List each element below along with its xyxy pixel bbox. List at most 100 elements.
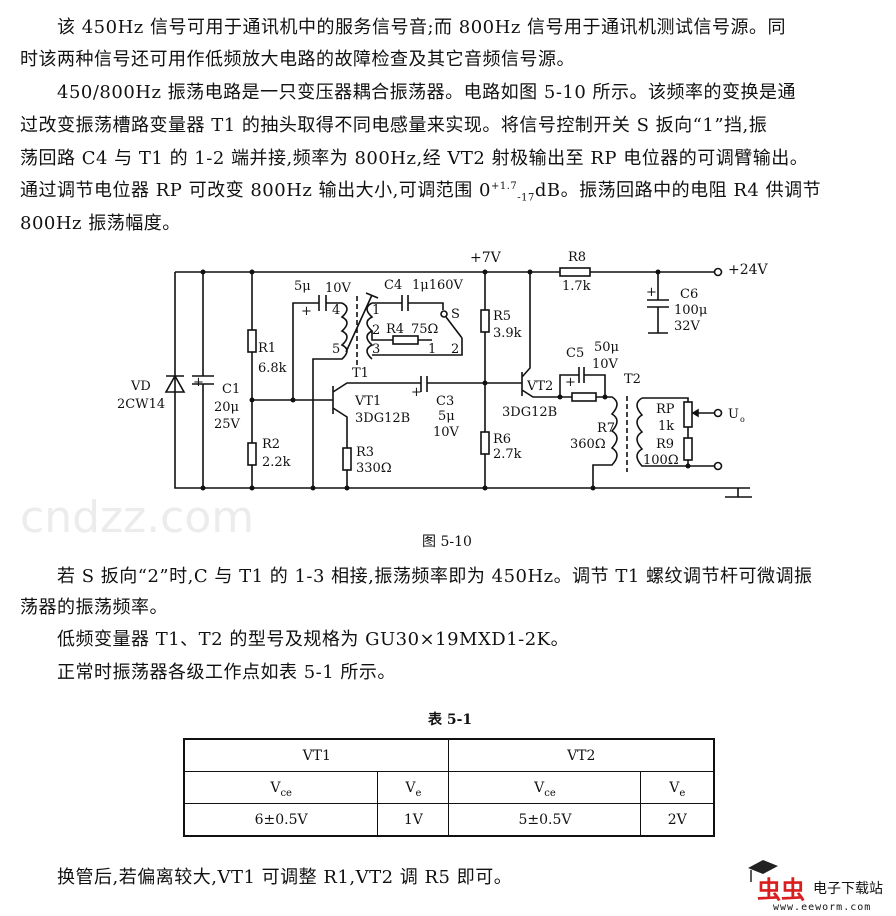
svg-text:R3: R3: [356, 445, 374, 460]
svg-text:R1: R1: [258, 341, 276, 356]
figure-caption: 图 5-10: [422, 534, 472, 550]
t2-primary-coil: [592, 396, 618, 488]
svg-text:T2: T2: [624, 372, 641, 387]
svg-text:330Ω: 330Ω: [356, 461, 392, 476]
r6-resistor: [480, 431, 490, 455]
svg-text:2: 2: [451, 342, 459, 357]
table-title: 表 5-1: [428, 712, 473, 728]
svg-text:U: U: [728, 407, 739, 422]
svg-text:R9: R9: [656, 437, 674, 452]
svg-text:RP: RP: [656, 402, 675, 417]
text-line: 过改变振荡槽路变量器 T1 的抽头取得不同电感量来实现。将信号控制开关 S 扳向…: [20, 115, 768, 136]
svg-text:+: +: [565, 375, 576, 390]
r4-resistor: [392, 335, 419, 345]
svg-text:VT1: VT1: [354, 394, 381, 409]
svg-text:5μ: 5μ: [438, 409, 455, 424]
switch-s-contact: [440, 310, 448, 318]
r8-resistor: [559, 267, 591, 277]
svg-text:10V: 10V: [433, 425, 460, 440]
table-group-header: VT2: [448, 738, 715, 772]
brand-text: 电子下载站: [813, 881, 883, 897]
svg-text:1: 1: [428, 342, 436, 357]
zener-diode-icon: [164, 374, 186, 393]
r9-resistor: [683, 437, 693, 461]
svg-text:360Ω: 360Ω: [570, 437, 606, 452]
text-line: 若 S 扳向“2”时,C 与 T1 的 1-3 相接,振荡频率即为 450Hz。…: [57, 566, 813, 587]
svg-text:S: S: [451, 307, 460, 322]
r7-resistor: [571, 392, 597, 402]
c5-capacitor: [559, 367, 606, 397]
svg-text:2.2k: 2.2k: [262, 455, 291, 470]
text-line: 换管后,若偏离较大,VT1 可调整 R1,VT2 调 R5 即可。: [57, 867, 513, 888]
table-header: Ve: [377, 771, 450, 804]
svg-text:+: +: [646, 285, 657, 300]
svg-text:100Ω: 100Ω: [643, 453, 679, 468]
table-cell: 1V: [377, 803, 450, 837]
text-line: 该 450Hz 信号可用于通讯机中的服务信号音;而 800Hz 信号用于通讯机测…: [57, 17, 787, 38]
svg-text:R4: R4: [386, 322, 404, 337]
text-line: 荡回路 C4 与 T1 的 1-2 端并接,频率为 800Hz,经 VT2 射极…: [20, 148, 809, 169]
text-line: 通过调节电位器 RP 可改变 800Hz 输出大小,可调范围 0+1.7-17d…: [20, 180, 880, 204]
c6-capacitor: [647, 272, 669, 334]
vt1-transistor: [332, 376, 522, 414]
vt2-transistor: [521, 272, 605, 398]
svg-text:R8: R8: [568, 250, 586, 265]
ground-icon: [725, 488, 752, 498]
brand-url: www.eeworm.com: [773, 902, 872, 913]
table-cell: 6±0.5V: [183, 803, 379, 837]
svg-text:5: 5: [332, 342, 340, 357]
brand-name: 虫虫: [757, 876, 805, 904]
range-sup: +1.7: [490, 181, 518, 192]
svg-text:+24V: +24V: [728, 262, 769, 278]
table-row: VT1 VT2: [183, 738, 715, 772]
text-line: 800Hz 振荡幅度。: [20, 213, 181, 234]
text-segment: 通过调节电位器 RP 可改变 800Hz 输出大小,可调范围 0: [20, 180, 491, 201]
svg-text:o: o: [740, 415, 745, 424]
svg-text:+7V: +7V: [470, 250, 502, 266]
svg-text:C6: C6: [680, 287, 698, 302]
svg-text:10V: 10V: [325, 281, 352, 296]
c1-capacitor: [192, 272, 214, 488]
svg-text:R6: R6: [493, 432, 511, 447]
table-row: 6±0.5V 1V 5±0.5V 2V: [183, 803, 715, 837]
svg-text:50μ: 50μ: [594, 340, 619, 355]
svg-text:10V: 10V: [592, 357, 619, 372]
svg-text:C4: C4: [384, 278, 402, 293]
t1-adjust-arrow: [345, 292, 379, 353]
svg-text:100μ: 100μ: [674, 303, 707, 318]
svg-text:2: 2: [372, 323, 380, 338]
table-row: Vce Ve Vce Ve: [183, 771, 715, 804]
graduation-cap-icon: [748, 860, 778, 882]
table-cell: 5±0.5V: [448, 803, 642, 837]
table-group-header: VT1: [183, 738, 450, 772]
text-line: 低频变量器 T1、T2 的型号及规格为 GU30×19MXD1-2K。: [57, 629, 570, 650]
eeworm-logo: 虫虫 电子下载站 www.eeworm.com: [745, 858, 895, 916]
svg-text:R2: R2: [262, 437, 280, 452]
text-segment: dB。振荡回路中的电阻 R4 供调节: [534, 180, 822, 201]
svg-text:6.8k: 6.8k: [258, 361, 287, 376]
svg-text:1k: 1k: [658, 419, 674, 434]
svg-text:R7: R7: [597, 421, 615, 436]
r5-resistor: [480, 309, 490, 333]
junction-dots: [200, 269, 691, 491]
table-header: Ve: [640, 771, 715, 804]
svg-text:75Ω: 75Ω: [411, 322, 438, 337]
component-labels: +7V R8 1.7k +24V C6 100μ 32V + 5μ 10V + …: [117, 250, 769, 476]
svg-text:C1: C1: [222, 382, 240, 397]
svg-text:32V: 32V: [674, 319, 701, 334]
t2-secondary-coil: [636, 397, 715, 467]
svg-text:+: +: [193, 375, 204, 390]
r2-resistor: [247, 442, 257, 466]
r3-resistor: [342, 447, 352, 471]
output-ground-terminal: [713, 461, 723, 471]
svg-text:R5: R5: [493, 309, 511, 324]
range-sub: -17: [517, 192, 535, 204]
svg-text:T1: T1: [352, 366, 369, 381]
svg-text:3: 3: [372, 342, 380, 357]
text-line: 时该两种信号还可用作低频放大电路的故障检查及其它音频信号源。: [20, 49, 575, 70]
rp-potentiometer: [683, 401, 693, 428]
svg-text:3DG12B: 3DG12B: [355, 411, 410, 426]
uo-terminal: [713, 408, 723, 418]
svg-text:VD: VD: [130, 379, 151, 394]
text-line: 正常时振荡器各级工作点如表 5-1 所示。: [57, 662, 396, 683]
